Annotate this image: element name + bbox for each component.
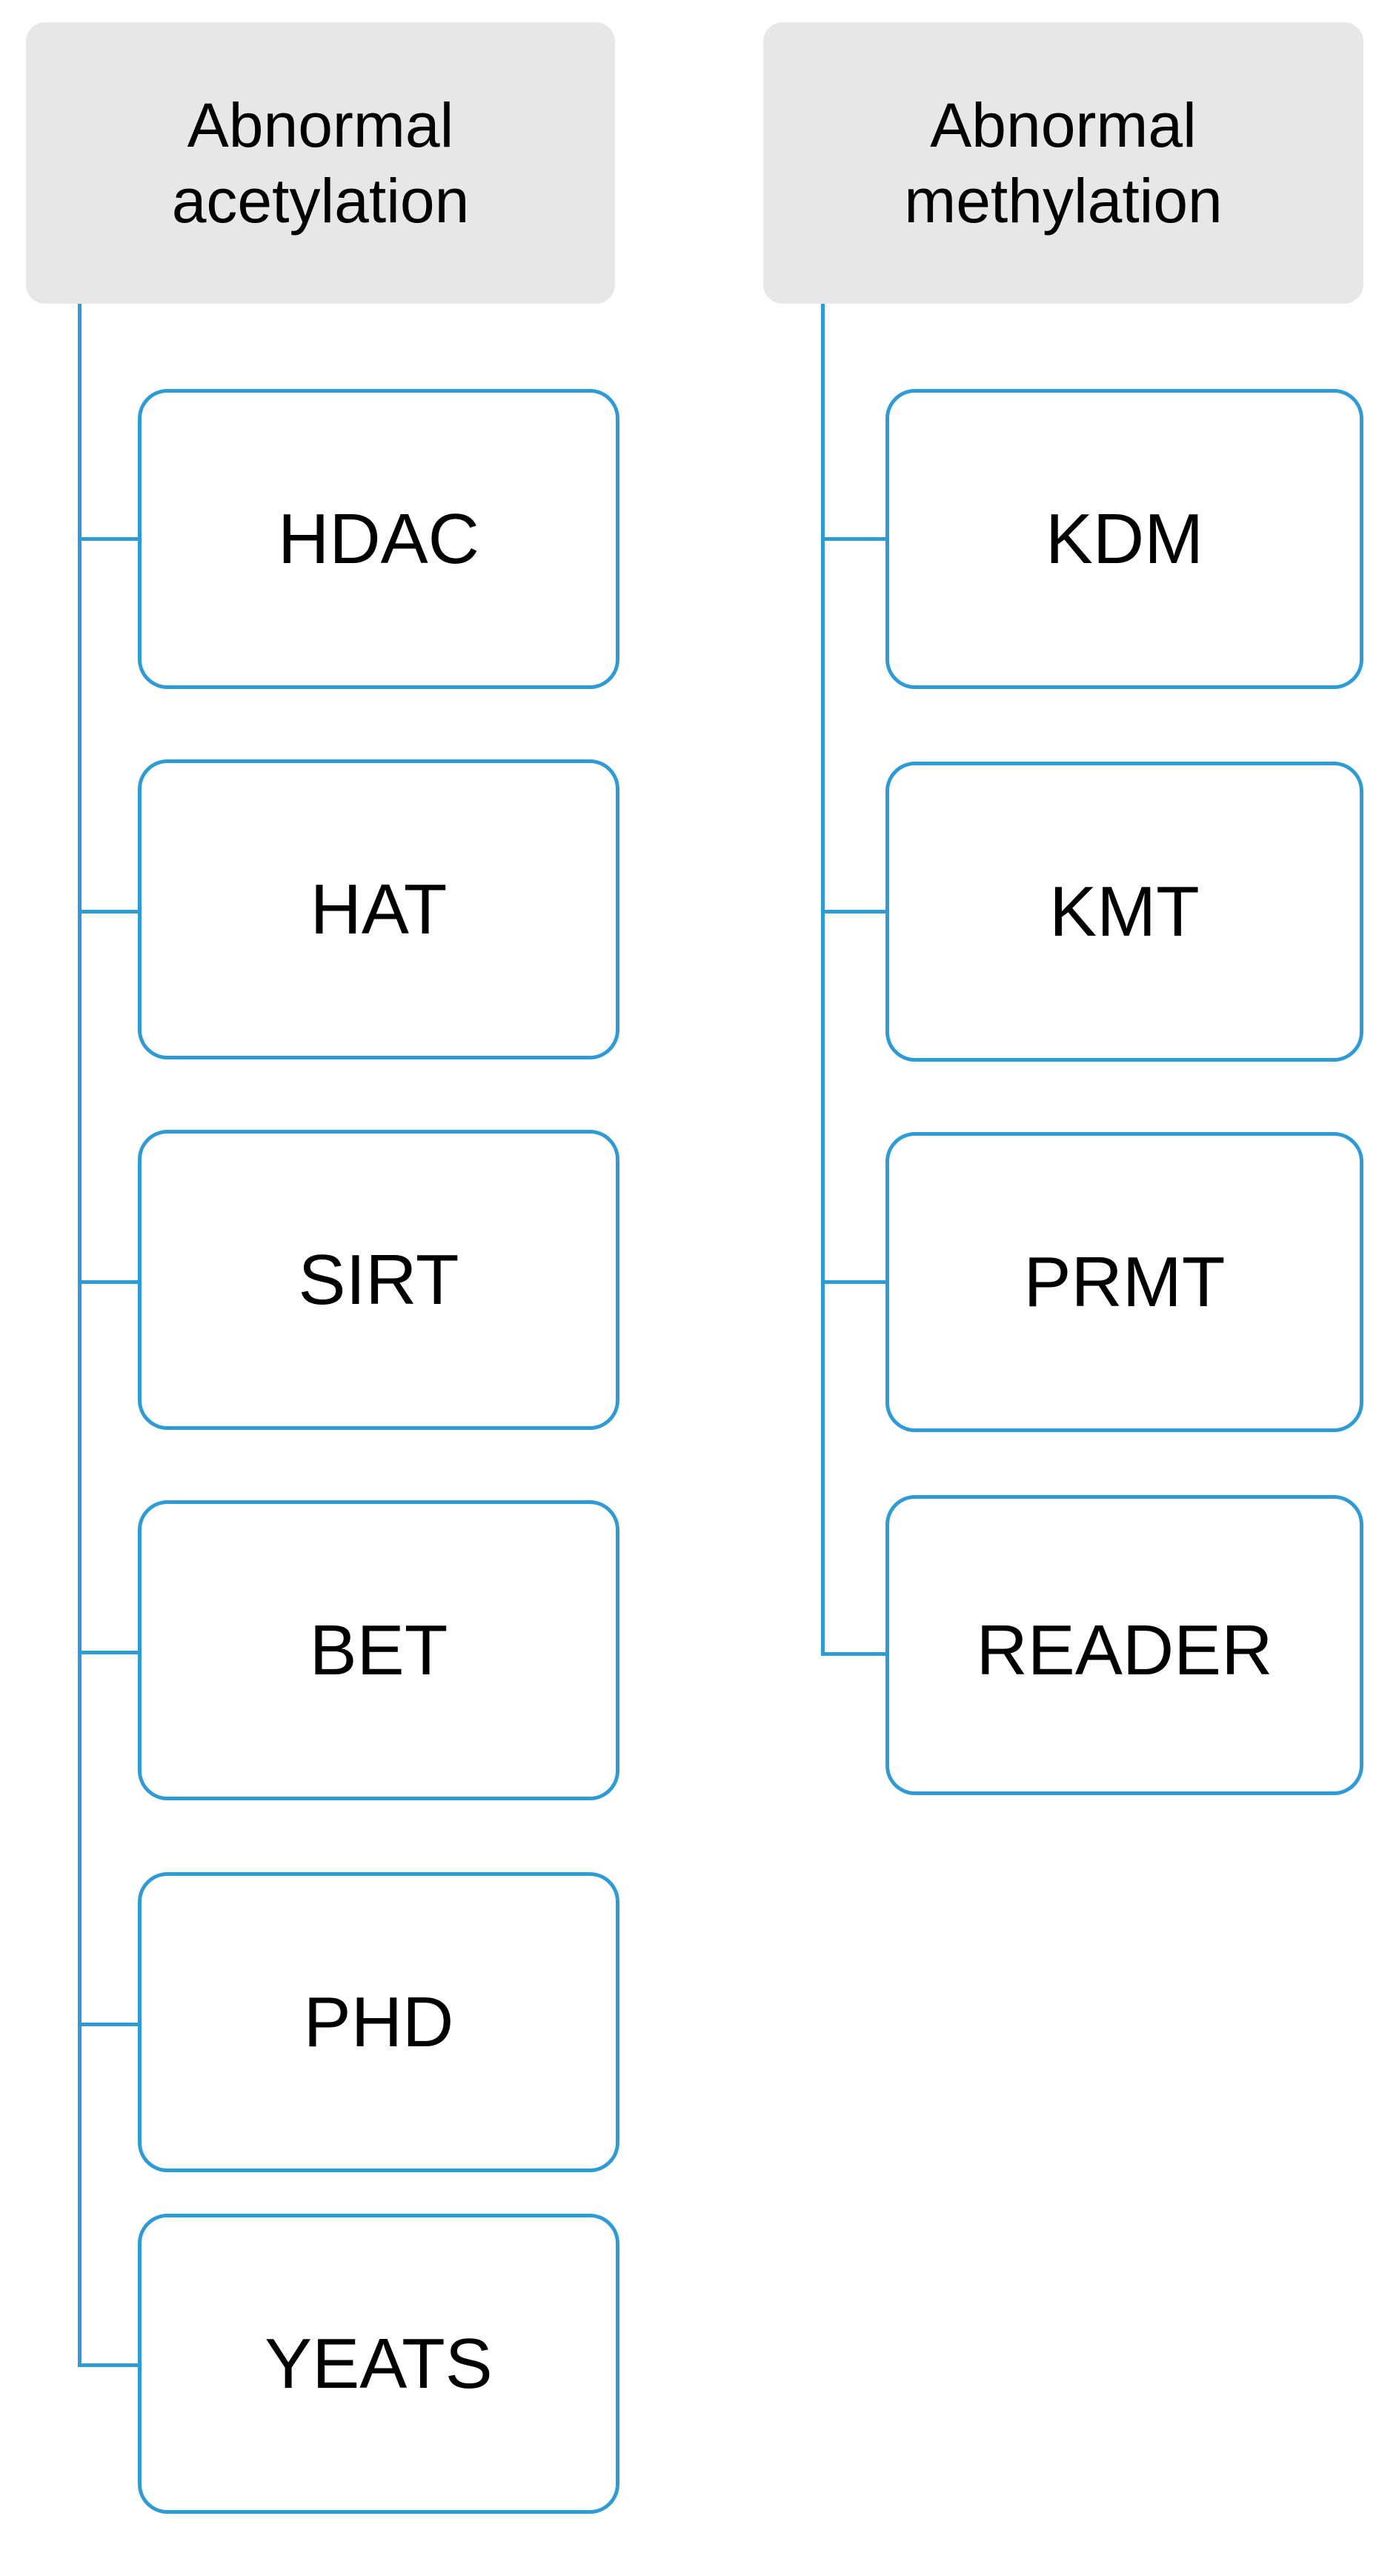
trunk-line-acetylation <box>78 304 82 2367</box>
branch-yeats <box>78 2363 141 2367</box>
node-box-hdac[interactable] <box>138 389 619 689</box>
header-line-2: methylation <box>904 166 1223 236</box>
node-box-kdm[interactable] <box>885 389 1363 689</box>
node-box-phd[interactable] <box>138 1872 619 2172</box>
node-box-prmt[interactable] <box>885 1132 1363 1432</box>
node-box-bet[interactable] <box>138 1500 619 1800</box>
header-abnormal-acetylation[interactable]: Abnormal acetylation <box>26 22 615 304</box>
branch-kdm <box>821 537 889 541</box>
node-box-hat[interactable] <box>138 759 619 1059</box>
branch-kmt <box>821 910 889 913</box>
branch-hat <box>78 910 141 913</box>
trunk-line-methylation <box>821 304 825 1656</box>
header-line-1: Abnormal <box>187 90 454 160</box>
branch-prmt <box>821 1280 889 1284</box>
branch-bet <box>78 1651 141 1654</box>
branch-sirt <box>78 1280 141 1284</box>
branch-phd <box>78 2023 141 2026</box>
node-box-yeats[interactable] <box>138 2214 619 2514</box>
branch-hdac <box>78 537 141 541</box>
header-line-1: Abnormal <box>930 90 1197 160</box>
branch-reader <box>821 1652 889 1656</box>
header-abnormal-methylation[interactable]: Abnormal methylation <box>763 22 1363 304</box>
header-line-2: acetylation <box>171 166 470 236</box>
node-box-kmt[interactable] <box>885 762 1363 1062</box>
node-box-sirt[interactable] <box>138 1130 619 1430</box>
node-box-reader[interactable] <box>885 1495 1363 1795</box>
